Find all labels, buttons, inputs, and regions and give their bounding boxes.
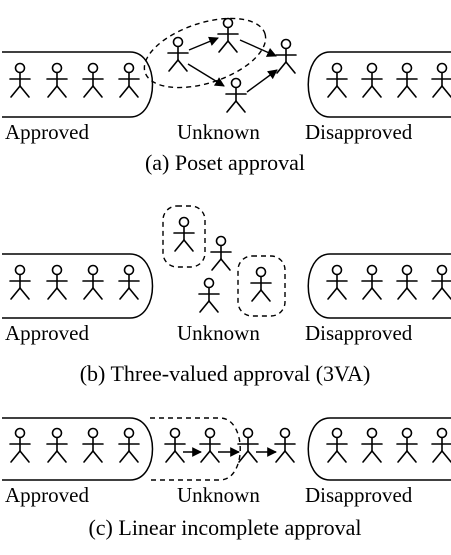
stick-figure-icon xyxy=(82,264,104,300)
disapproved-label: Disapproved xyxy=(305,321,413,345)
disapproved-voters xyxy=(326,427,451,463)
stick-figure-icon xyxy=(396,427,418,463)
approved-label: Approved xyxy=(5,120,89,144)
stick-figure-icon xyxy=(326,62,348,98)
stick-figure-icon xyxy=(275,38,297,74)
approved-voters xyxy=(9,264,140,300)
stick-figure-icon xyxy=(210,235,232,271)
unknown-voters xyxy=(167,17,297,113)
approved-label: Approved xyxy=(5,321,89,345)
panel-caption: (a) Poset approval xyxy=(145,150,305,175)
disapproved-container xyxy=(307,253,451,319)
unknown-voters xyxy=(173,216,272,313)
disapproved-label: Disapproved xyxy=(305,120,413,144)
stick-figure-icon xyxy=(173,216,195,252)
approved-container xyxy=(2,51,154,118)
approved-voters xyxy=(9,427,140,463)
disapproved-voters xyxy=(326,264,451,300)
stick-figure-icon xyxy=(46,62,68,98)
approved-container xyxy=(2,417,154,481)
dashed-linear-group xyxy=(150,417,241,481)
stick-figure-icon xyxy=(431,264,451,300)
dashed-disapproved-box xyxy=(237,255,286,317)
stick-figure-icon xyxy=(164,427,186,463)
panel-b: Approved Unknown Disapproved (b) Three-v… xyxy=(2,205,451,386)
stick-figure-icon xyxy=(361,427,383,463)
disapproved-container xyxy=(307,417,451,481)
stick-figure-icon xyxy=(274,427,296,463)
approved-voters xyxy=(9,62,140,98)
stick-figure-icon xyxy=(118,62,140,98)
stick-figure-icon xyxy=(198,277,220,313)
stick-figure-icon xyxy=(431,427,451,463)
panel-c: Approved Unknown Disapproved (c) Linear … xyxy=(2,417,451,540)
disapproved-voters xyxy=(326,62,451,98)
stick-figure-icon xyxy=(217,17,239,53)
stick-figure-icon xyxy=(326,264,348,300)
panel-caption: (c) Linear incomplete approval xyxy=(88,515,361,540)
stick-figure-icon xyxy=(46,264,68,300)
stick-figure-icon xyxy=(9,427,31,463)
stick-figure-icon xyxy=(396,62,418,98)
stick-figure-icon xyxy=(118,427,140,463)
stick-figure-icon xyxy=(361,264,383,300)
disapproved-label: Disapproved xyxy=(305,483,413,507)
stick-figure-icon xyxy=(82,62,104,98)
approved-label: Approved xyxy=(5,483,89,507)
approved-container xyxy=(2,253,154,319)
stick-figure-icon xyxy=(237,427,259,463)
stick-figure-icon xyxy=(431,62,451,98)
poset-arrows xyxy=(187,36,278,93)
stick-figure-icon xyxy=(9,62,31,98)
unknown-label: Unknown xyxy=(177,321,260,345)
panel-caption: (b) Three-valued approval (3VA) xyxy=(80,361,371,386)
unknown-voters xyxy=(164,427,296,463)
unknown-label: Unknown xyxy=(177,483,260,507)
stick-figure-icon xyxy=(396,264,418,300)
unknown-label: Unknown xyxy=(177,120,260,144)
stick-figure-icon xyxy=(225,77,247,113)
stick-figure-icon xyxy=(118,264,140,300)
disapproved-container xyxy=(307,51,451,118)
stick-figure-icon xyxy=(9,264,31,300)
stick-figure-icon xyxy=(167,36,189,72)
panel-a: Approved Unknown Disapproved (a) Poset a… xyxy=(2,17,451,175)
stick-figure-icon xyxy=(250,266,272,302)
stick-figure-icon xyxy=(361,62,383,98)
stick-figure-icon xyxy=(82,427,104,463)
stick-figure-icon xyxy=(46,427,68,463)
stick-figure-icon xyxy=(326,427,348,463)
stick-figure-icon xyxy=(199,427,221,463)
